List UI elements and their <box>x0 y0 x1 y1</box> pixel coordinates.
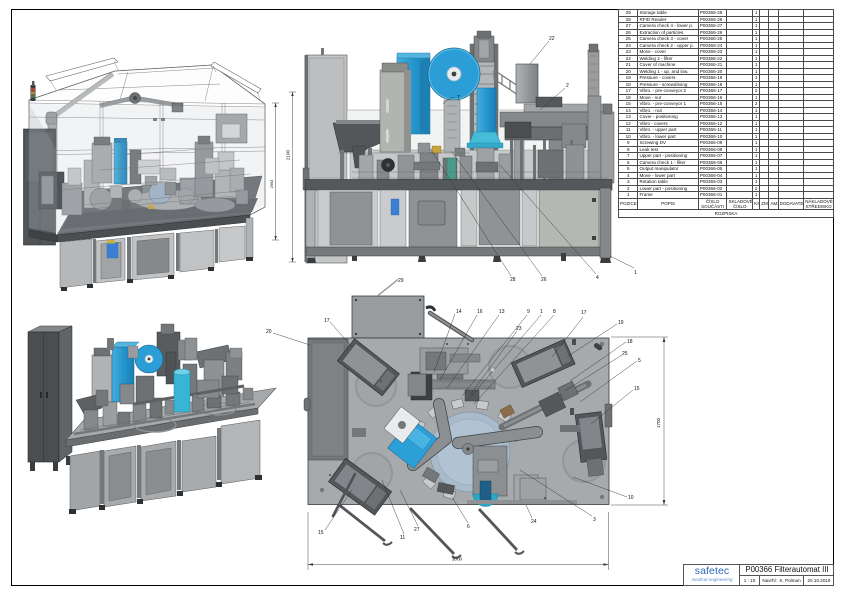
svg-text:1700: 1700 <box>656 417 661 428</box>
svg-text:13: 13 <box>499 309 505 315</box>
svg-text:3000: 3000 <box>452 557 463 562</box>
svg-text:7: 7 <box>457 95 460 101</box>
svg-text:3: 3 <box>593 517 596 523</box>
svg-text:1: 1 <box>634 270 637 276</box>
svg-text:17: 17 <box>581 310 587 316</box>
svg-text:11: 11 <box>400 535 405 541</box>
svg-text:19: 19 <box>618 320 624 326</box>
svg-text:25: 25 <box>622 351 628 357</box>
svg-text:1: 1 <box>540 309 543 315</box>
svg-text:23: 23 <box>516 326 522 332</box>
svg-text:6: 6 <box>467 524 470 530</box>
svg-text:18: 18 <box>627 339 633 345</box>
svg-text:2: 2 <box>566 83 569 89</box>
svg-text:4: 4 <box>596 275 599 281</box>
svg-text:2100: 2100 <box>286 149 291 160</box>
svg-text:9: 9 <box>527 309 530 315</box>
svg-text:27: 27 <box>414 527 420 533</box>
svg-text:10: 10 <box>628 495 634 501</box>
svg-text:17: 17 <box>324 318 330 324</box>
svg-text:15: 15 <box>318 530 324 536</box>
svg-text:16: 16 <box>477 309 483 315</box>
svg-text:26: 26 <box>541 277 547 283</box>
svg-text:24: 24 <box>531 519 537 525</box>
svg-text:20: 20 <box>266 329 272 335</box>
svg-text:8: 8 <box>553 309 556 315</box>
svg-text:29: 29 <box>398 278 404 284</box>
svg-text:2993: 2993 <box>269 180 274 189</box>
svg-text:15: 15 <box>634 386 640 392</box>
svg-text:22: 22 <box>549 36 555 42</box>
svg-text:28: 28 <box>510 277 516 283</box>
svg-text:5: 5 <box>638 358 641 364</box>
svg-text:14: 14 <box>456 309 462 315</box>
